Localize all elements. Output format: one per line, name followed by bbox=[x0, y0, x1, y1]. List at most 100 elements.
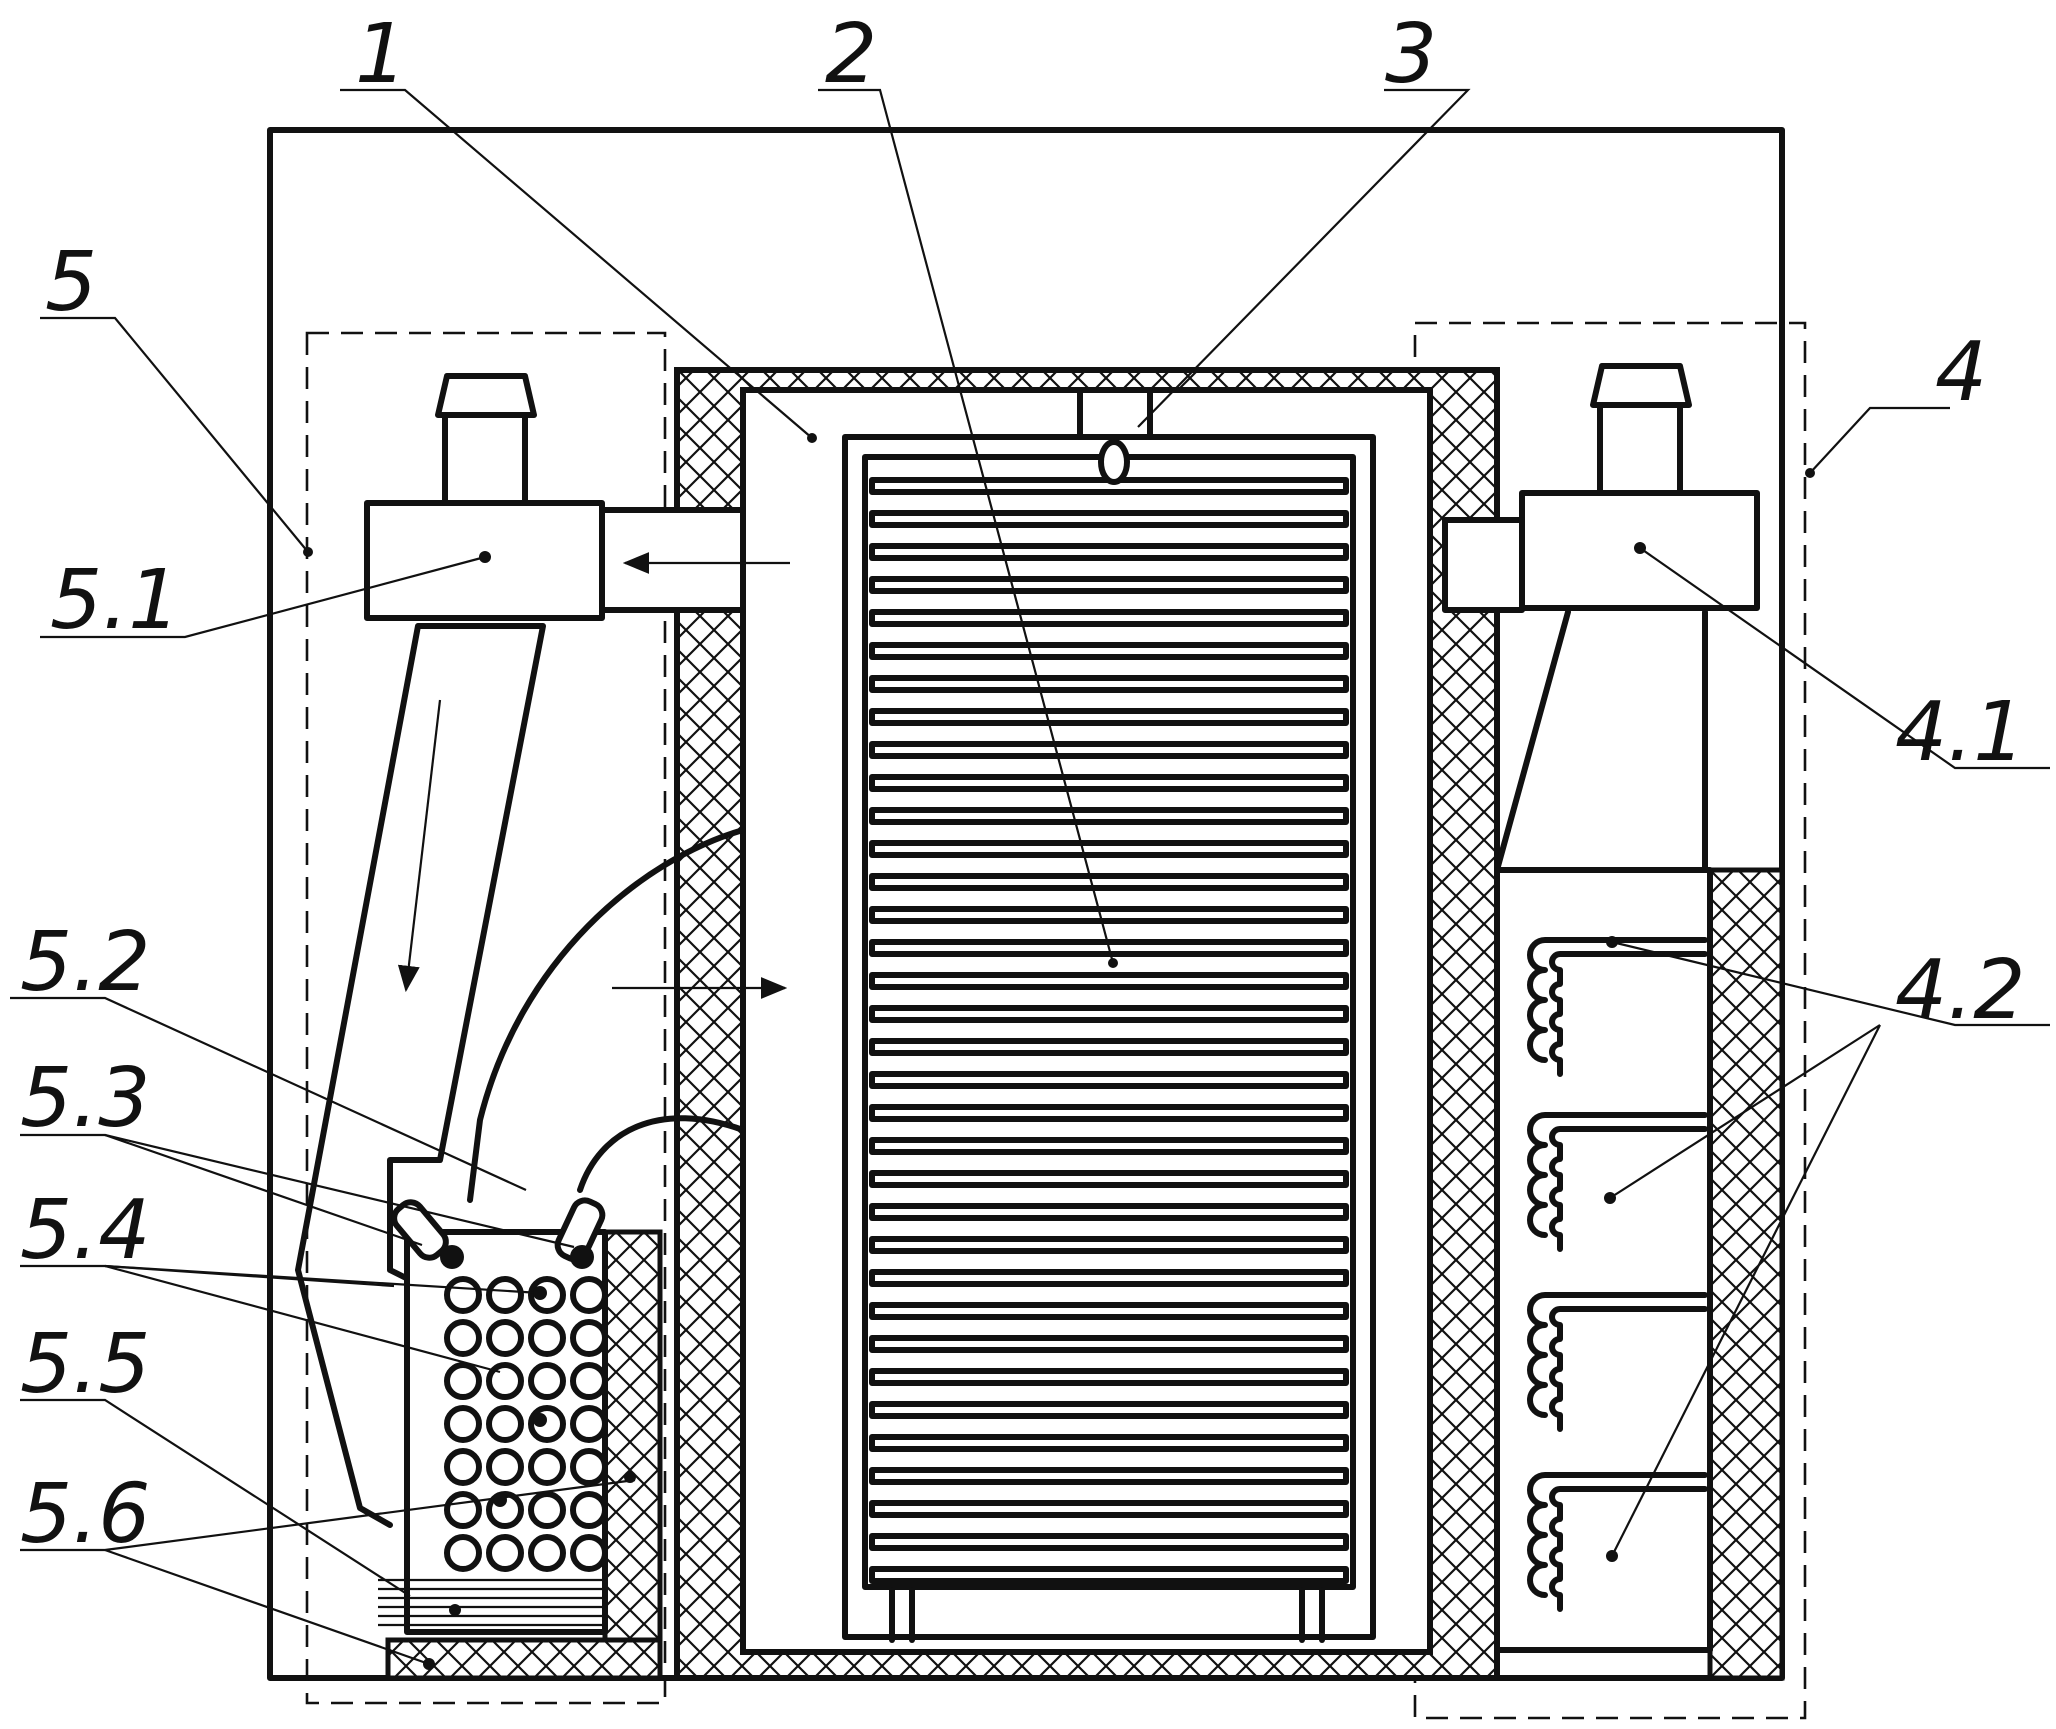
hanger-ring bbox=[1098, 439, 1130, 485]
heating-element bbox=[1527, 1472, 1708, 1598]
exchanger-tube bbox=[528, 1405, 566, 1443]
exchanger-tube bbox=[528, 1491, 566, 1529]
tray-shelf bbox=[869, 972, 1349, 990]
fan-5-1-motor bbox=[442, 412, 528, 506]
heating-element bbox=[1527, 1112, 1708, 1238]
tray-shelf bbox=[869, 807, 1349, 825]
tray-shelf bbox=[869, 1401, 1349, 1419]
label-4-2: 4.2 bbox=[1895, 943, 2025, 1038]
exchanger-tube bbox=[486, 1362, 524, 1400]
tray-shelf bbox=[869, 1566, 1349, 1584]
heating-element bbox=[1527, 937, 1708, 1063]
label-5-2: 5.2 bbox=[20, 915, 150, 1010]
exchanger-tube bbox=[486, 1448, 524, 1486]
tray-shelf bbox=[869, 510, 1349, 528]
tray-shelf bbox=[869, 1137, 1349, 1155]
label-5-6: 5.6 bbox=[20, 1467, 150, 1562]
left-downflow-duct bbox=[295, 623, 546, 1528]
tray-shelf bbox=[869, 1170, 1349, 1188]
exchanger-tube bbox=[570, 1491, 608, 1529]
tray-shelf bbox=[869, 1533, 1349, 1551]
tray-shelf bbox=[869, 609, 1349, 627]
tray-shelf bbox=[869, 1500, 1349, 1518]
base-insulation-5-6 bbox=[385, 1637, 663, 1681]
exchanger-tube bbox=[528, 1362, 566, 1400]
heating-elements-4-2 bbox=[1527, 937, 1708, 1612]
flow-arrow-down bbox=[397, 699, 442, 993]
exchanger-tube bbox=[570, 1448, 608, 1486]
tray-shelf bbox=[869, 939, 1349, 957]
tray-shelf bbox=[869, 906, 1349, 924]
heating-element bbox=[1527, 1292, 1708, 1418]
tray-shelf bbox=[869, 774, 1349, 792]
label-3: 3 bbox=[1385, 7, 1437, 102]
leader-dots bbox=[303, 433, 1815, 1670]
tray-shelf bbox=[869, 1368, 1349, 1386]
tray-shelf bbox=[869, 576, 1349, 594]
exchanger-tube bbox=[570, 1276, 608, 1314]
tray-shelf bbox=[869, 1203, 1349, 1221]
fan-4-1-motor bbox=[1597, 402, 1683, 496]
exchanger-tube bbox=[570, 1534, 608, 1572]
tray-shelf bbox=[869, 675, 1349, 693]
exchanger-tube bbox=[486, 1276, 524, 1314]
exchanger-tube bbox=[528, 1448, 566, 1486]
exchanger-tube bbox=[444, 1448, 482, 1486]
exchanger-tube bbox=[486, 1405, 524, 1443]
tray-shelf bbox=[869, 873, 1349, 891]
tray-shelf bbox=[869, 741, 1349, 759]
unit-5-boundary bbox=[305, 331, 667, 1705]
tray-shelf bbox=[869, 543, 1349, 561]
tray-shelf bbox=[869, 1005, 1349, 1023]
tray-shelf bbox=[869, 708, 1349, 726]
label-5: 5 bbox=[45, 235, 97, 330]
exchanger-tube bbox=[486, 1534, 524, 1572]
tray-shelf bbox=[869, 840, 1349, 858]
exchanger-tube bbox=[444, 1319, 482, 1357]
tray-shelf bbox=[869, 1434, 1349, 1452]
exchanger-tube bbox=[444, 1534, 482, 1572]
heating-element-outer bbox=[1549, 1126, 1708, 1252]
leader-lines bbox=[10, 88, 2050, 1666]
label-1: 1 bbox=[355, 7, 407, 102]
exchanger-tube-grid bbox=[444, 1276, 608, 1572]
heating-element-outer bbox=[1549, 1306, 1708, 1432]
label-2: 2 bbox=[825, 7, 877, 102]
exchanger-tube bbox=[444, 1491, 482, 1529]
exchanger-tube bbox=[444, 1405, 482, 1443]
label-4: 4 bbox=[1935, 325, 1987, 420]
tray-shelf bbox=[869, 642, 1349, 660]
heating-element-outer bbox=[1549, 951, 1708, 1077]
label-5-4: 5.4 bbox=[20, 1183, 150, 1278]
exchanger-tube bbox=[486, 1491, 524, 1529]
coil-5-5 bbox=[378, 1578, 604, 1627]
exchanger-tube bbox=[528, 1534, 566, 1572]
tray-shelf bbox=[869, 1236, 1349, 1254]
tray-shelf bbox=[869, 1104, 1349, 1122]
tray-shelf bbox=[869, 1269, 1349, 1287]
tray-shelf bbox=[869, 1335, 1349, 1353]
tray-shelf bbox=[869, 1071, 1349, 1089]
fan-4-1-cap bbox=[1590, 363, 1692, 408]
exchanger-tube bbox=[444, 1362, 482, 1400]
return-duct-inner bbox=[577, 1115, 746, 1193]
exchanger-tube bbox=[570, 1319, 608, 1357]
tray-shelf bbox=[869, 1302, 1349, 1320]
tray-shelves bbox=[869, 477, 1349, 1584]
exchanger-tube bbox=[486, 1319, 524, 1357]
tray-shelf bbox=[869, 1467, 1349, 1485]
exchanger-tube bbox=[528, 1276, 566, 1314]
return-duct bbox=[467, 827, 746, 1203]
heating-element-outer bbox=[1549, 1486, 1708, 1612]
label-5-3: 5.3 bbox=[20, 1051, 150, 1146]
exchanger-tube bbox=[444, 1276, 482, 1314]
heater-bay-insulation bbox=[1707, 867, 1785, 1681]
right-funnel bbox=[1494, 609, 1708, 873]
tray-shelf bbox=[869, 1038, 1349, 1056]
label-5-5: 5.5 bbox=[20, 1317, 150, 1412]
label-4-1: 4.1 bbox=[1895, 685, 2025, 780]
heat-exchanger-insulation bbox=[602, 1229, 663, 1675]
exchanger-tube bbox=[570, 1362, 608, 1400]
exchanger-tube bbox=[570, 1405, 608, 1443]
